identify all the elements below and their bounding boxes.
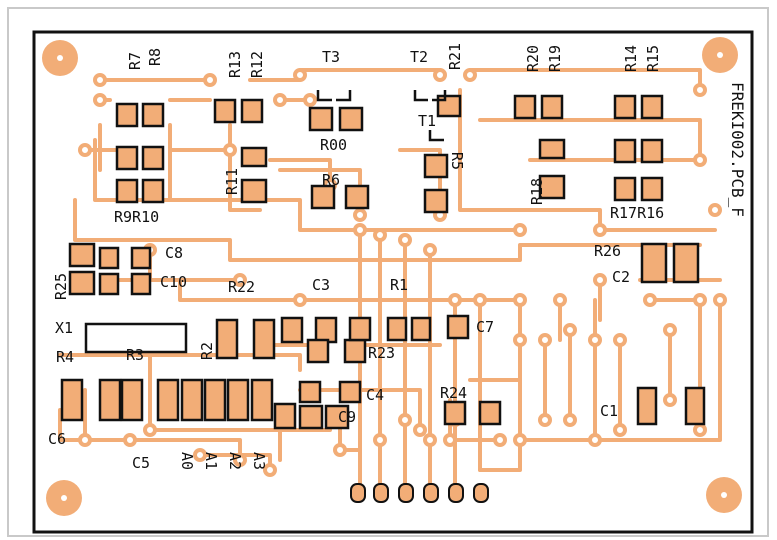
label-r15: R15	[644, 45, 662, 72]
label-r00: R00	[320, 136, 347, 154]
label-c6: C6	[48, 430, 66, 448]
label-c8: C8	[165, 244, 183, 262]
label-r17r16: R17R16	[610, 204, 664, 222]
label-r8: R8	[146, 48, 164, 66]
label-t2: T2	[410, 48, 428, 66]
silkscreen-labels: R7 R8 R13 R12 T3 T2 R21 R20 R19 R14 R15 …	[48, 43, 664, 472]
label-a3: A3	[250, 452, 268, 470]
label-r9r10: R9R10	[114, 208, 159, 226]
label-c7: C7	[476, 318, 494, 336]
label-r25: R25	[52, 273, 70, 300]
transistor-outlines	[316, 90, 447, 142]
label-r22: R22	[228, 278, 255, 296]
label-t1: T1	[418, 112, 436, 130]
copper-traces	[58, 68, 722, 492]
label-t3: T3	[322, 48, 340, 66]
label-r3: R3	[126, 346, 144, 364]
label-r5: R5	[448, 152, 466, 170]
scan-frame	[7, 7, 769, 537]
label-c5: C5	[132, 454, 150, 472]
label-x1: X1	[55, 319, 73, 337]
label-r20: R20	[524, 45, 542, 72]
vias	[78, 68, 727, 477]
label-r23: R23	[368, 344, 395, 362]
label-c10: C10	[160, 273, 187, 291]
smd-footprints	[60, 94, 706, 430]
label-r4: R4	[56, 348, 74, 366]
label-a2: A2	[226, 452, 244, 470]
label-r1: R1	[390, 276, 408, 294]
label-c4: C4	[366, 386, 384, 404]
label-r24: R24	[440, 384, 467, 402]
label-c2: C2	[612, 268, 630, 286]
mounting-hole-centers	[57, 52, 727, 501]
board-title: FREKI002.PCB_F	[728, 82, 747, 217]
label-c9: C9	[338, 408, 356, 426]
label-r12: R12	[248, 51, 266, 78]
label-r13: R13	[226, 51, 244, 78]
label-r26: R26	[594, 242, 621, 260]
label-r2: R2	[198, 342, 216, 360]
label-r14: R14	[622, 45, 640, 72]
connector-pads	[350, 483, 489, 503]
label-c3: C3	[312, 276, 330, 294]
label-a0: A0	[178, 452, 196, 470]
label-c1: C1	[600, 402, 618, 420]
label-r18: R18	[528, 178, 546, 205]
label-r11: R11	[223, 168, 241, 195]
label-r21: R21	[446, 43, 464, 70]
label-a1: A1	[202, 452, 220, 470]
label-r19: R19	[546, 45, 564, 72]
crystal-x1	[84, 322, 188, 354]
label-r7: R7	[126, 52, 144, 70]
label-r6: R6	[322, 171, 340, 189]
